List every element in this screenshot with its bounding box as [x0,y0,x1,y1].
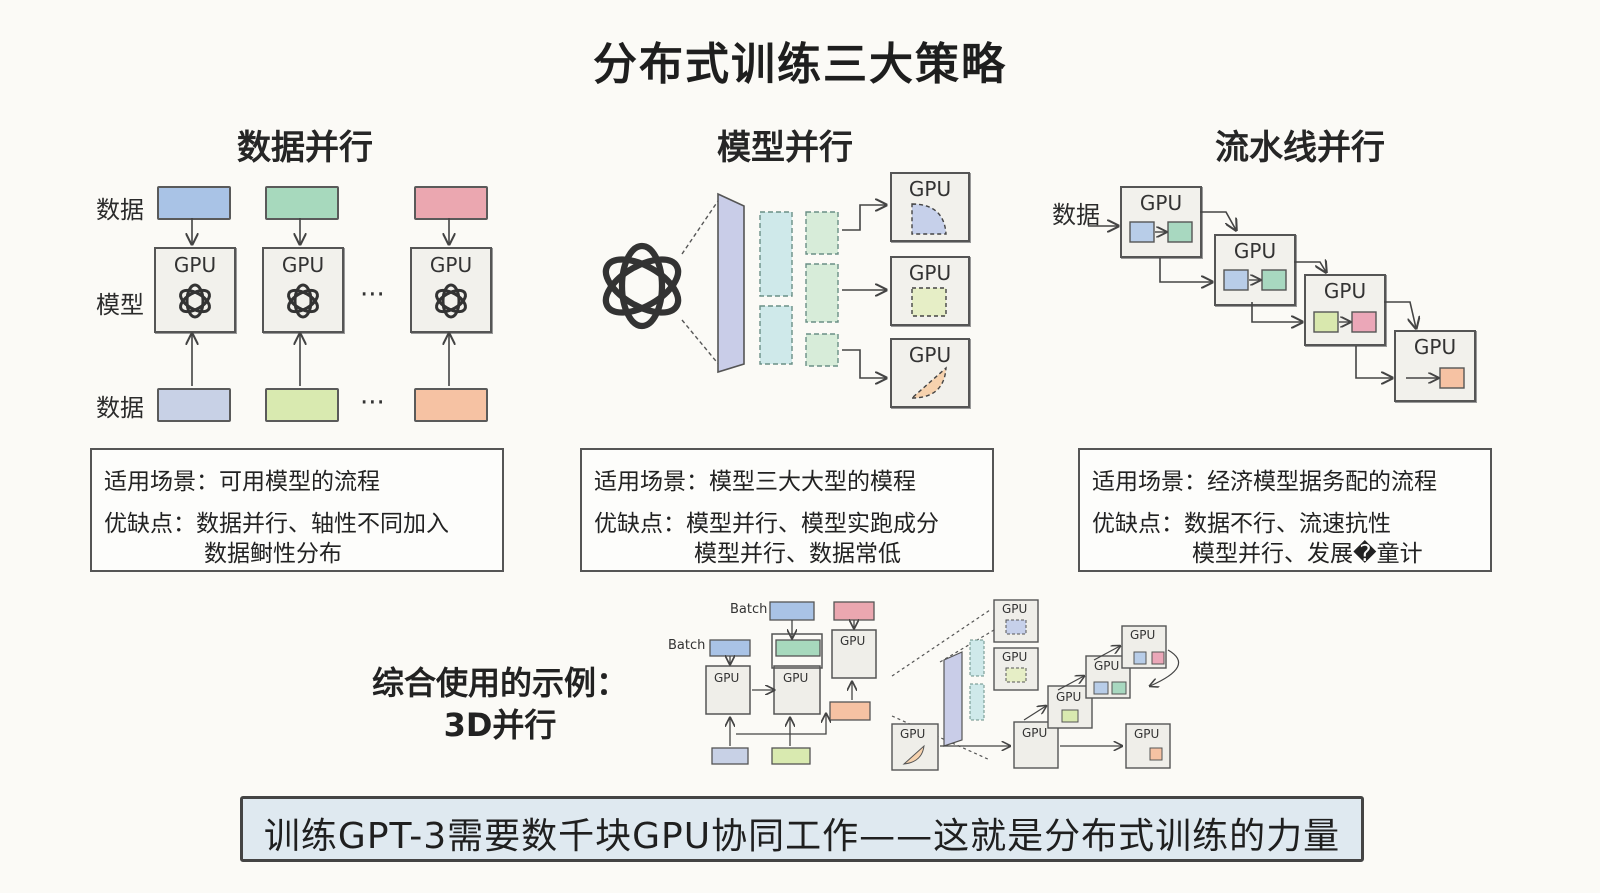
pros-line-2: 模型并行、发展�童计 [1192,541,1423,567]
pros-line-1: 数据并行、轴性不同加入 [196,511,449,537]
pipeline-data-label: 数据 [1052,201,1100,229]
model-layer [717,192,745,374]
mini-gpu-7: GPU [1022,726,1048,740]
gpu-label: GPU [908,343,952,367]
mp-gpu-3: GPU [890,338,970,408]
info-box-pipeline-parallel: 适用场景：经济模型据务配的流程 优缺点：数据不行、流速抗性 模型并行、发展�童计 [1078,448,1492,572]
data-block-bottom-1 [157,388,231,422]
data-block-bottom-3 [414,388,488,422]
openai-logo-icon [435,283,467,319]
data-block-bottom-2 [265,388,339,422]
openai-logo-large-icon [602,242,682,330]
combined-label: 综合使用的示例： 3D并行 [360,662,640,746]
batch-label-2: Batch [668,638,706,653]
gpu-shard-3 [910,366,947,399]
scene-text: 经济模型据务配的流程 [1207,469,1437,495]
mini-gpu-10: GPU [1130,628,1156,642]
data-label-bottom: 数据 [96,394,144,422]
data-parallel-title: 数据并行 [237,128,373,168]
pros-label: 优缺点： [594,511,686,537]
ellipsis-middle: ··· [360,280,385,310]
info-box-data-parallel: 适用场景：可用模型的流程 优缺点：数据并行、轴性不同加入 数据鲥性分布 [90,448,504,572]
gpu-label: GPU [429,253,473,277]
gpu-label: GPU [1413,335,1457,359]
dp-gpu-2: GPU [262,247,344,333]
gpu-label: GPU [1139,191,1183,215]
gpu-label: GPU [281,253,325,277]
summary-banner: 训练GPT-3需要数千块GPU协同工作——这就是分布式训练的力量 [240,796,1364,862]
pros-label: 优缺点： [104,511,196,537]
pros-label: 优缺点： [1092,511,1184,537]
gpu-label: GPU [908,261,952,285]
pp-gpu-3: GPU [1304,274,1386,346]
mini-gpu-8: GPU [1056,690,1082,704]
page-title: 分布式训练三大策略 [593,39,1007,90]
info-box-model-parallel: 适用场景：模型三大大型的模程 优缺点：模型并行、模型实跑成分 模型并行、数据常低 [580,448,994,572]
mini-gpu-3: GPU [840,634,866,648]
mini-gpu-1: GPU [714,671,740,685]
batch-label-1: Batch [730,602,768,617]
data-block-top-3 [414,186,488,220]
dp-gpu-1: GPU [154,247,236,333]
model-parallel-title: 模型并行 [717,128,853,168]
model-label: 模型 [96,291,144,319]
mini-gpu-6: GPU [900,727,926,741]
openai-logo-icon [287,283,319,319]
ellipsis-bottom: ··· [360,388,385,418]
mini-gpu-5: GPU [1002,650,1028,664]
gpu-shard-2 [911,287,947,317]
openai-logo-icon [179,283,211,319]
pros-line-2: 数据鲥性分布 [204,541,342,567]
mini-gpu-11: GPU [1134,727,1160,741]
data-label-top: 数据 [96,196,144,224]
dp-gpu-3: GPU [410,247,492,333]
combined-label-line-1: 综合使用的示例： [371,664,628,702]
mini-gpu-9: GPU [1094,659,1120,673]
summary-banner-text: 训练GPT-3需要数千块GPU协同工作——这就是分布式训练的力量 [263,816,1341,857]
gpu-label: GPU [1323,279,1367,303]
scene-text: 可用模型的流程 [219,469,380,495]
data-block-top-2 [265,186,339,220]
mini-gpu-2: GPU [783,671,809,685]
scene-text: 模型三大大型的模程 [709,469,916,495]
gpu-label: GPU [173,253,217,277]
mini-gpu-4: GPU [1002,602,1028,616]
gpu-shard-1 [911,203,947,235]
pros-line-1: 模型并行、模型实跑成分 [686,511,939,537]
combined-diagram [705,599,1180,771]
pp-gpu-4: GPU [1394,330,1476,402]
scene-label: 适用场景： [104,469,219,495]
scene-label: 适用场景： [594,469,709,495]
pros-line-1: 数据不行、流速抗性 [1184,511,1391,537]
scene-label: 适用场景： [1092,469,1207,495]
combined-label-line-2: 3D并行 [443,706,557,744]
gpu-label: GPU [1233,239,1277,263]
pipeline-parallel-title: 流水线并行 [1215,128,1385,168]
pros-line-2: 模型并行、数据常低 [694,541,901,567]
gpu-label: GPU [908,177,952,201]
data-block-top-1 [157,186,231,220]
